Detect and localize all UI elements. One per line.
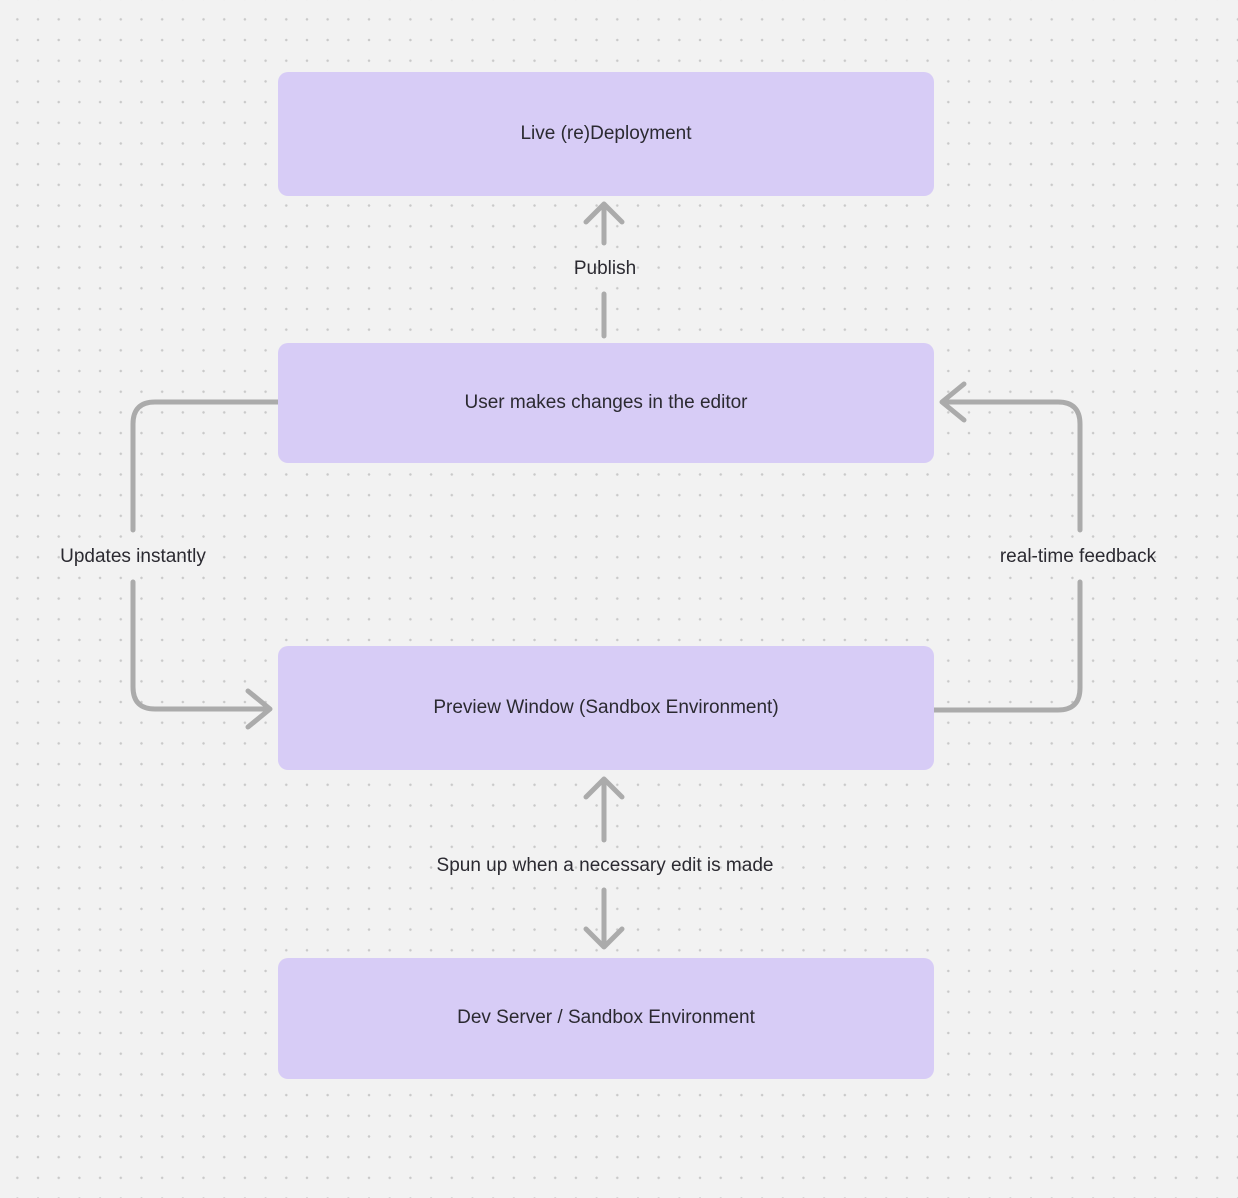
edge-publish	[583, 201, 625, 339]
edge-label-updates-instantly: Updates instantly	[60, 546, 206, 567]
edge-line	[945, 399, 1083, 533]
edge-line	[130, 579, 267, 712]
node-label: User makes changes in the editor	[464, 391, 748, 413]
edge-spun-up	[583, 776, 625, 950]
edge-line	[931, 579, 1083, 713]
arrowhead-left-icon	[939, 381, 967, 423]
node-preview-window: Preview Window (Sandbox Environment)	[278, 646, 934, 770]
arrowhead-right-icon	[245, 688, 273, 730]
edge-updates-instantly	[130, 399, 281, 730]
node-label: Live (re)Deployment	[520, 122, 692, 144]
node-live-redeployment: Live (re)Deployment	[278, 72, 934, 196]
edge-label-real-time-feedback: real-time feedback	[999, 546, 1157, 567]
edge-real-time-feedback	[931, 381, 1083, 713]
arrowhead-down-icon	[583, 926, 625, 950]
node-label: Preview Window (Sandbox Environment)	[433, 696, 779, 718]
edge-label-publish: Publish	[573, 258, 637, 279]
node-dev-server: Dev Server / Sandbox Environment	[278, 958, 934, 1079]
edge-line	[130, 399, 281, 533]
node-editor-changes: User makes changes in the editor	[278, 343, 934, 463]
node-label: Dev Server / Sandbox Environment	[457, 1007, 755, 1029]
edge-label-spun-up: Spun up when a necessary edit is made	[436, 855, 774, 876]
